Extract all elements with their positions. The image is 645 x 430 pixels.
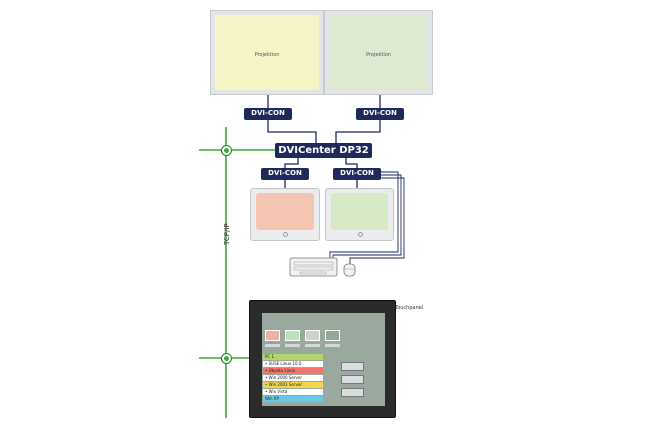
dvi-con-4: DVI-CON [333, 168, 381, 180]
touchscreen-thumbnail-tab-2 [285, 344, 300, 347]
network-node-top [222, 146, 231, 155]
cable-dvicon2-center [335, 120, 381, 143]
monitor-1-screen [256, 193, 314, 230]
touchscreen-thumbnail-4[interactable] [325, 330, 340, 341]
monitor-1-power-icon [283, 232, 288, 237]
monitor-1 [250, 188, 320, 241]
touchscreen-thumbnail-1[interactable] [265, 330, 280, 341]
touchscreen-thumbnail-tab-4 [325, 344, 340, 347]
touchscreen-list-item[interactable]: Win XP [263, 396, 323, 402]
monitor-2-power-icon [357, 232, 363, 237]
touchscreen-list-item[interactable]: • Win 2000 Server [263, 375, 323, 381]
keyboard-icon [289, 257, 338, 277]
touchscreen-list-item[interactable]: • SUSE Linux 10.0 [263, 361, 323, 367]
projector-screen-1-fill [215, 15, 319, 90]
cable-keyboard-2 [332, 174, 402, 260]
network-node-bottom [222, 354, 231, 363]
cable-center-dvicon3 [284, 158, 299, 168]
touchscreen-button-3[interactable] [341, 388, 364, 397]
dvi-con-2: DVI-CON [356, 108, 404, 120]
touchpanel-label: Touchpanel [395, 305, 424, 311]
touchscreen-button-1[interactable] [341, 362, 364, 371]
touchscreen-thumbnail-2[interactable] [285, 330, 300, 341]
touchscreen-thumbnail-tab-3 [305, 344, 320, 347]
touchscreen-list-item[interactable]: • Win Vista [263, 389, 323, 395]
cable-dvicon1-center [267, 120, 317, 143]
monitor-2 [325, 188, 394, 241]
touchscreen-list-item[interactable]: • Ubuntu Linux [263, 368, 323, 374]
cable-mouse [349, 177, 405, 266]
projector-label-1: Projektion [254, 52, 280, 58]
dvi-con-1: DVI-CON [244, 108, 292, 120]
cable-keyboard [329, 171, 399, 260]
projector-screen-2-fill [329, 15, 428, 90]
touchscreen-list-item[interactable]: PC 1 [263, 354, 323, 360]
cable-center-dvicon4 [345, 158, 358, 168]
monitor-2-screen [331, 193, 388, 230]
dvicenter-dp32: DVICenter DP32 [275, 143, 372, 158]
touchscreen-thumbnail-tab-1 [265, 344, 280, 347]
touchscreen-thumbnail-3[interactable] [305, 330, 320, 341]
tcp-ip-label: TCP/IP [223, 223, 231, 245]
mouse-icon [343, 263, 356, 277]
touchscreen-button-2[interactable] [341, 375, 364, 384]
projector-screen-1: Projektion [210, 10, 324, 95]
dvi-con-3: DVI-CON [261, 168, 309, 180]
projector-label-2: Projektion [366, 52, 391, 58]
projector-screen-2: Projektion [324, 10, 433, 95]
touchscreen-list-item[interactable]: • Win 2003 Server [263, 382, 323, 388]
